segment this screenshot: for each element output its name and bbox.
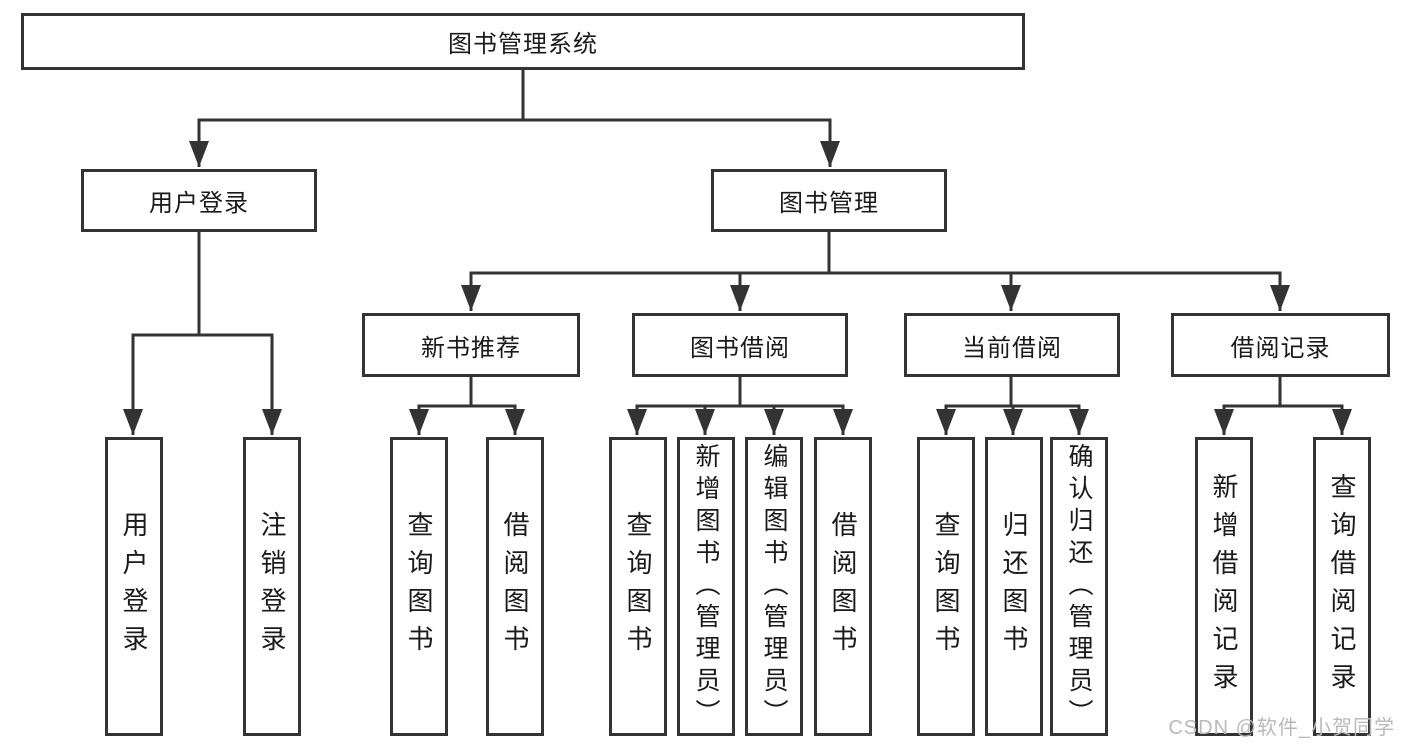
node-book-borrow: 图书借阅 xyxy=(632,313,848,377)
leaf-borrow-books: 借阅图书 xyxy=(814,437,872,736)
node-current-borrow: 当前借阅 xyxy=(904,313,1120,377)
leaf-edit-books-admin: 编辑图书（管理员） xyxy=(745,437,803,736)
node-book-management: 图书管理 xyxy=(711,169,947,232)
leaf-borrow-books-newrec: 借阅图书 xyxy=(486,437,544,736)
leaf-user-login: 用户登录 xyxy=(105,437,163,736)
leaf-confirm-return-admin: 确认归还（管理员） xyxy=(1050,437,1108,736)
leaf-return-books: 归还图书 xyxy=(985,437,1043,736)
node-root-system: 图书管理系统 xyxy=(21,13,1025,70)
node-user-login: 用户登录 xyxy=(81,169,317,232)
leaf-query-books-newrec: 查询图书 xyxy=(390,437,448,736)
leaf-add-borrow-record: 新增借阅记录 xyxy=(1195,437,1253,736)
csdn-watermark: CSDN @软件_小贺同学 xyxy=(1168,717,1395,739)
node-borrow-record: 借阅记录 xyxy=(1171,313,1390,377)
leaf-add-books-admin: 新增图书（管理员） xyxy=(677,437,735,736)
leaf-query-borrow-record: 查询借阅记录 xyxy=(1313,437,1371,736)
leaf-query-books-current: 查询图书 xyxy=(917,437,975,736)
leaf-logout-login: 注销登录 xyxy=(243,437,301,736)
leaf-query-books-borrow: 查询图书 xyxy=(609,437,667,736)
node-new-book-recommend: 新书推荐 xyxy=(362,313,580,377)
